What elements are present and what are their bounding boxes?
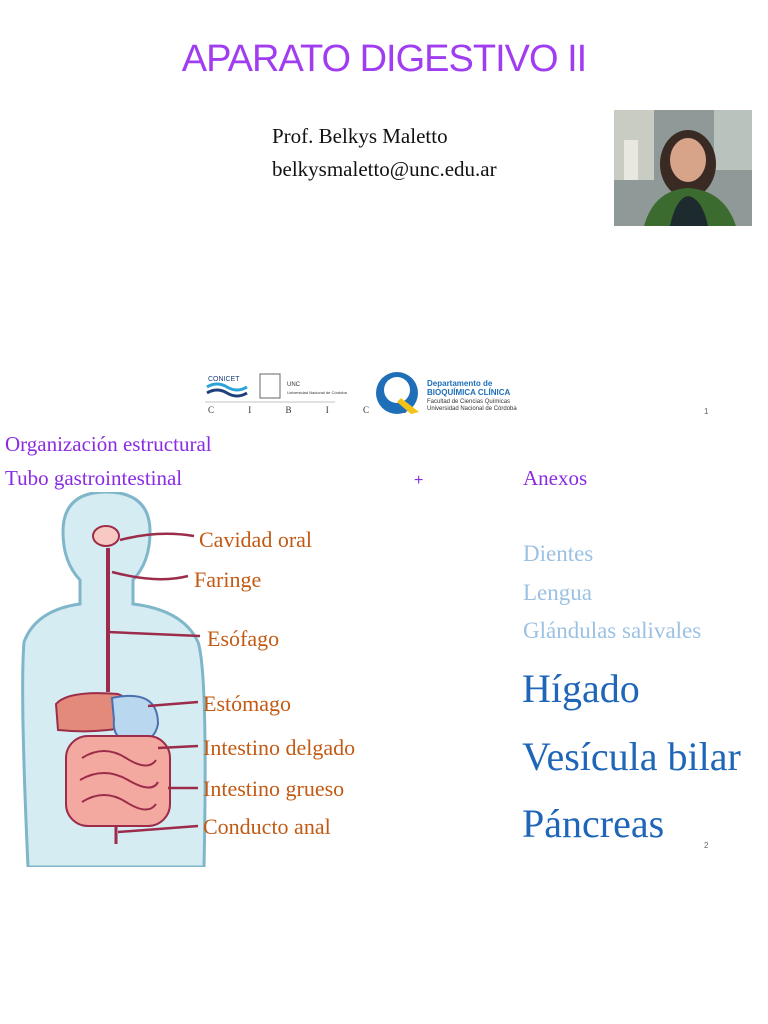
author-email: belkysmaletto@unc.edu.ar	[272, 157, 497, 181]
institution-logos: CONICET UNC Universidad Nacional de Córd…	[205, 368, 545, 418]
label-intestino-grueso: Intestino grueso	[203, 776, 345, 801]
heading-anexos: Anexos	[523, 466, 588, 490]
small-intestine-icon	[79, 750, 159, 811]
dept-line1: Departamento de	[427, 379, 493, 388]
anexo-glandulas-salivales: Glándulas salivales	[523, 618, 702, 643]
label-conducto-anal: Conducto anal	[203, 814, 331, 839]
anexo-vesicula-bilar: Vesícula bilar	[522, 734, 741, 779]
plus-sign: +	[414, 472, 424, 489]
anexo-dientes: Dientes	[523, 541, 594, 566]
unc-shield-icon	[259, 373, 281, 399]
dept-line2: BIOQUÍMICA CLÍNICA	[427, 388, 510, 397]
label-esofago: Esófago	[207, 626, 280, 651]
unc-text: UNC	[287, 382, 301, 388]
author-info: Prof. Belkys Maletto belkysmaletto@unc.e…	[272, 120, 497, 186]
label-estomago: Estómago	[203, 691, 291, 716]
mouth-icon	[92, 525, 120, 547]
heading-organizacion: Organización estructural	[5, 432, 212, 456]
label-intestino-delgado: Intestino delgado	[203, 735, 356, 760]
anexo-higado: Hígado	[522, 666, 640, 711]
page-number-2: 2	[704, 841, 709, 850]
conicet-wave-icon	[206, 382, 248, 392]
label-cavidad-oral: Cavidad oral	[199, 527, 313, 552]
slide-title: APARATO DIGESTIVO II	[181, 38, 587, 80]
page-number-1: 1	[704, 407, 709, 416]
digestive-system-diagram	[8, 490, 378, 869]
conicet-text: CONICET	[208, 376, 240, 383]
dept-line3: Facultad de Ciencias Químicas	[427, 399, 510, 405]
large-intestine-icon	[65, 735, 171, 827]
heading-tubo: Tubo gastrointestinal	[5, 466, 183, 490]
anexo-lengua: Lengua	[523, 580, 592, 605]
label-faringe: Faringe	[194, 567, 262, 592]
anexo-pancreas: Páncreas	[522, 801, 665, 846]
author-photo	[614, 110, 752, 226]
unc-subtitle: Universidad Nacional de Córdoba	[287, 390, 348, 395]
author-name: Prof. Belkys Maletto	[272, 124, 448, 148]
dept-line4: Universidad Nacional de Córdoba	[427, 406, 517, 412]
cibici-text: C I B I C I	[208, 405, 422, 415]
